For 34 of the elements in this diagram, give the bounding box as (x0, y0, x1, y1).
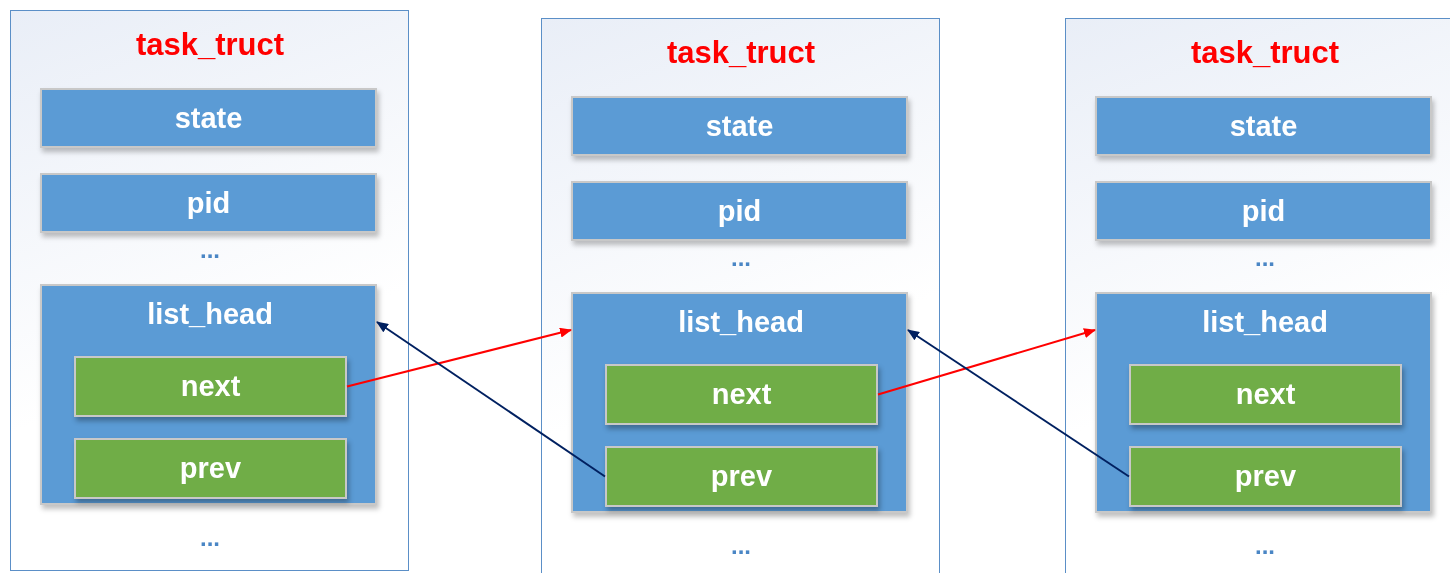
pointer-box: prev (605, 446, 878, 507)
arrow (877, 328, 1096, 396)
list-head-label: list_head (678, 306, 804, 339)
field-box: state (571, 96, 908, 156)
list-head-box (1095, 292, 1432, 513)
list-head-box (571, 292, 908, 513)
field-box: state (40, 88, 377, 148)
field-box: state (1095, 96, 1432, 156)
struct-panel (1065, 18, 1450, 573)
field-box: pid (1095, 181, 1432, 241)
ellipsis: ... (1255, 532, 1275, 560)
arrow (346, 327, 572, 388)
pointer-box: prev (74, 438, 347, 499)
pointer-box: prev (1129, 446, 1402, 507)
arrow (907, 329, 1130, 478)
pointer-box: next (74, 356, 347, 417)
ellipsis: ... (200, 524, 220, 552)
field-box: pid (571, 181, 908, 241)
ellipsis: ... (200, 236, 220, 264)
list-head-box (40, 284, 377, 505)
struct-title: task_truct (1190, 35, 1340, 71)
ellipsis: ... (1255, 244, 1275, 272)
struct-title: task_truct (135, 27, 285, 63)
list-head-label: list_head (147, 298, 273, 331)
struct-panel (541, 18, 940, 573)
ellipsis: ... (731, 532, 751, 560)
field-box: pid (40, 173, 377, 233)
struct-panel (10, 10, 409, 571)
pointer-box: next (605, 364, 878, 425)
pointer-box: next (1129, 364, 1402, 425)
struct-title: task_truct (666, 35, 816, 71)
list-head-label: list_head (1202, 306, 1328, 339)
ellipsis: ... (731, 244, 751, 272)
arrow (376, 321, 606, 478)
